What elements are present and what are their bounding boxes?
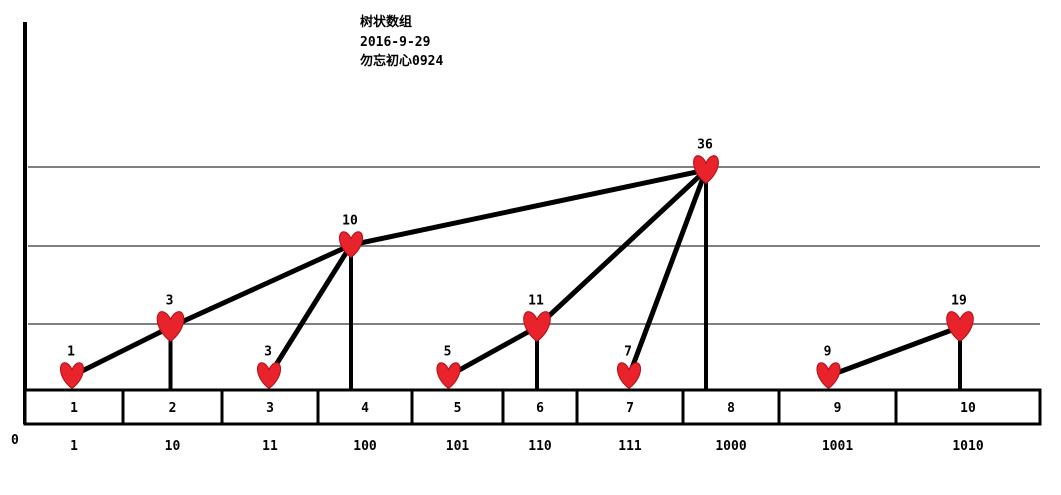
node-value-label: 1 bbox=[67, 345, 75, 360]
array-index-label: 9 bbox=[834, 401, 842, 416]
binary-label: 1001 bbox=[822, 439, 853, 454]
heart-node-icon bbox=[156, 311, 185, 343]
tree-nodes: 1 3 3 10 5 11 7 36 9 19 bbox=[60, 138, 974, 390]
array-cell bbox=[681, 388, 781, 426]
binary-label: 100 bbox=[353, 439, 377, 454]
heart-node-icon bbox=[60, 362, 84, 390]
array-index-label: 1 bbox=[70, 401, 78, 416]
node-value-label: 19 bbox=[951, 294, 967, 309]
tree-edge bbox=[266, 242, 354, 379]
node-value-label: 7 bbox=[624, 345, 632, 360]
edges bbox=[69, 167, 963, 379]
binary-label: 1000 bbox=[715, 439, 746, 454]
tree-edge bbox=[626, 167, 709, 379]
title-line-1: 树状数组 bbox=[360, 14, 412, 30]
binary-label: 110 bbox=[528, 439, 552, 454]
heart-node-icon bbox=[946, 311, 974, 343]
array-cell bbox=[220, 388, 320, 426]
tree-edge bbox=[446, 324, 540, 379]
node-value-label: 3 bbox=[264, 345, 272, 360]
node-value-label: 10 bbox=[342, 214, 358, 229]
array-index-label: 8 bbox=[727, 401, 735, 416]
array-cell bbox=[23, 388, 125, 426]
heart-node-icon bbox=[257, 362, 281, 390]
binary-label: 111 bbox=[618, 439, 642, 454]
node-value-label: 11 bbox=[528, 294, 544, 309]
title-line-2: 2016-9-29 bbox=[360, 35, 430, 50]
node-value-label: 9 bbox=[824, 345, 832, 360]
title-line-3: 勿忘初心0924 bbox=[359, 53, 443, 69]
binary-label: 101 bbox=[446, 439, 470, 454]
array-index-label: 10 bbox=[960, 401, 976, 416]
array-cell bbox=[777, 388, 898, 426]
array-cell bbox=[575, 388, 685, 426]
array-index-label: 3 bbox=[266, 401, 274, 416]
node-value-label: 5 bbox=[444, 345, 452, 360]
node-value-label: 36 bbox=[697, 138, 713, 153]
origin-label: 0 bbox=[11, 433, 19, 448]
array-cell bbox=[894, 388, 1042, 426]
heart-node-icon bbox=[436, 362, 461, 390]
binary-label: 1010 bbox=[952, 439, 983, 454]
tree-edge bbox=[348, 167, 709, 248]
heart-node-icon bbox=[693, 155, 719, 185]
tree-edge bbox=[168, 242, 354, 330]
binary-label: 1 bbox=[70, 439, 78, 454]
heart-node-icon bbox=[339, 231, 363, 259]
array-index-label: 4 bbox=[361, 401, 369, 416]
heart-node-icon bbox=[816, 362, 841, 390]
heart-node-icon bbox=[523, 311, 551, 343]
array-index-label: 6 bbox=[536, 401, 544, 416]
stems bbox=[168, 180, 962, 390]
heart-node-icon bbox=[617, 362, 641, 390]
binary-label: 10 bbox=[165, 439, 181, 454]
tree-edge bbox=[534, 167, 709, 330]
tree-edge bbox=[826, 324, 963, 379]
array-index-label: 2 bbox=[169, 401, 177, 416]
array-index-label: 7 bbox=[626, 401, 634, 416]
binary-label: 11 bbox=[262, 439, 278, 454]
array-index-label: 5 bbox=[454, 401, 462, 416]
tree-edge bbox=[69, 324, 173, 379]
node-value-label: 3 bbox=[166, 294, 174, 309]
